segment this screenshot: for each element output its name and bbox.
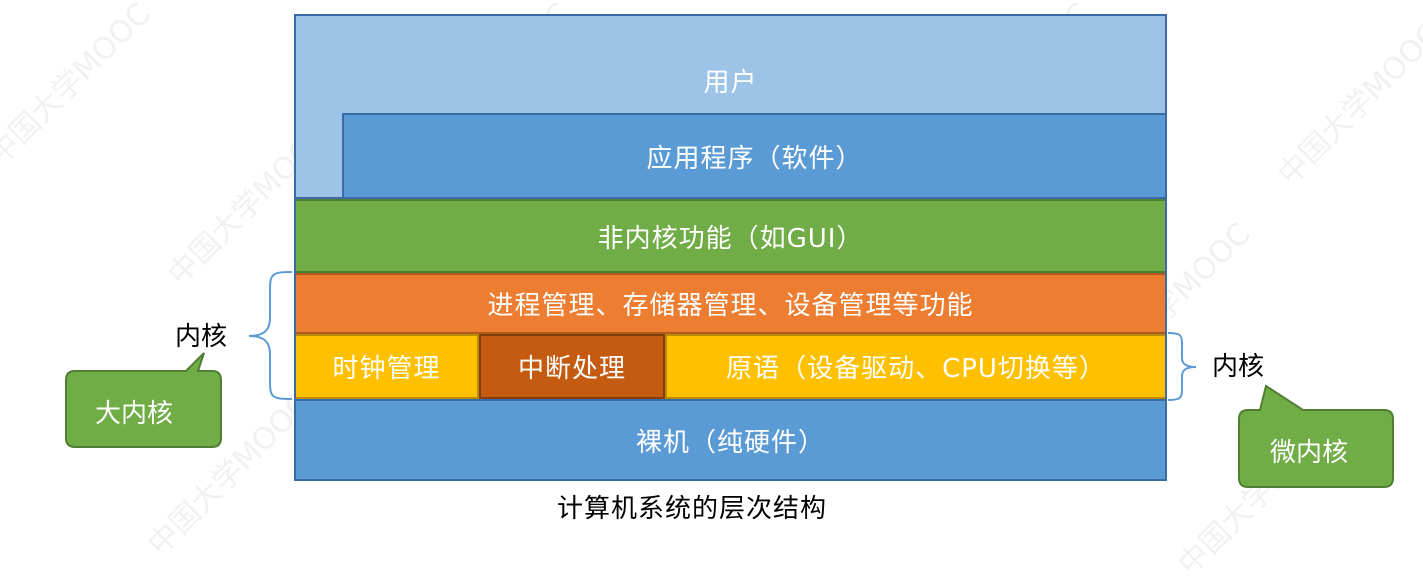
primitives-label: 原语（设备驱动、CPU切换等） [726, 354, 1106, 384]
macrokernel-label: 大内核 [95, 399, 174, 429]
user-layer-label: 用户 [703, 68, 758, 98]
kernel-functions-layer: 进程管理、存储器管理、设备管理等功能 [294, 273, 1167, 334]
non-kernel-layer: 非内核功能（如GUI） [294, 199, 1167, 273]
kernel-functions-label: 进程管理、存储器管理、设备管理等功能 [487, 291, 974, 321]
clock-management-cell: 时钟管理 [294, 334, 479, 399]
diagram-caption: 计算机系统的层次结构 [557, 494, 828, 524]
clock-management-label: 时钟管理 [332, 354, 441, 384]
primitives-cell: 原语（设备驱动、CPU切换等） [665, 334, 1167, 399]
hardware-layer-label: 裸机（纯硬件） [635, 427, 825, 458]
left-kernel-label: 内核 [175, 322, 228, 352]
right-kernel-label: 内核 [1212, 352, 1265, 382]
watermark: 中国大学MOOC [0, 0, 158, 173]
left-kernel-brace [248, 271, 293, 400]
watermark: 中国大学MOOC [1271, 16, 1423, 193]
application-layer: 应用程序（软件） [342, 113, 1167, 199]
hardware-layer: 裸机（纯硬件） [294, 399, 1167, 481]
interrupt-handling-label: 中断处理 [517, 354, 626, 384]
right-kernel-brace [1167, 332, 1197, 401]
interrupt-handling-cell: 中断处理 [479, 334, 665, 399]
stack-outline [294, 14, 1167, 481]
application-layer-label: 应用程序（软件） [646, 143, 863, 174]
watermark: 中国大学MOOC [1171, 406, 1348, 583]
microkernel-label: 微内核 [1270, 438, 1349, 468]
non-kernel-layer-label: 非内核功能（如GUI） [597, 223, 864, 254]
